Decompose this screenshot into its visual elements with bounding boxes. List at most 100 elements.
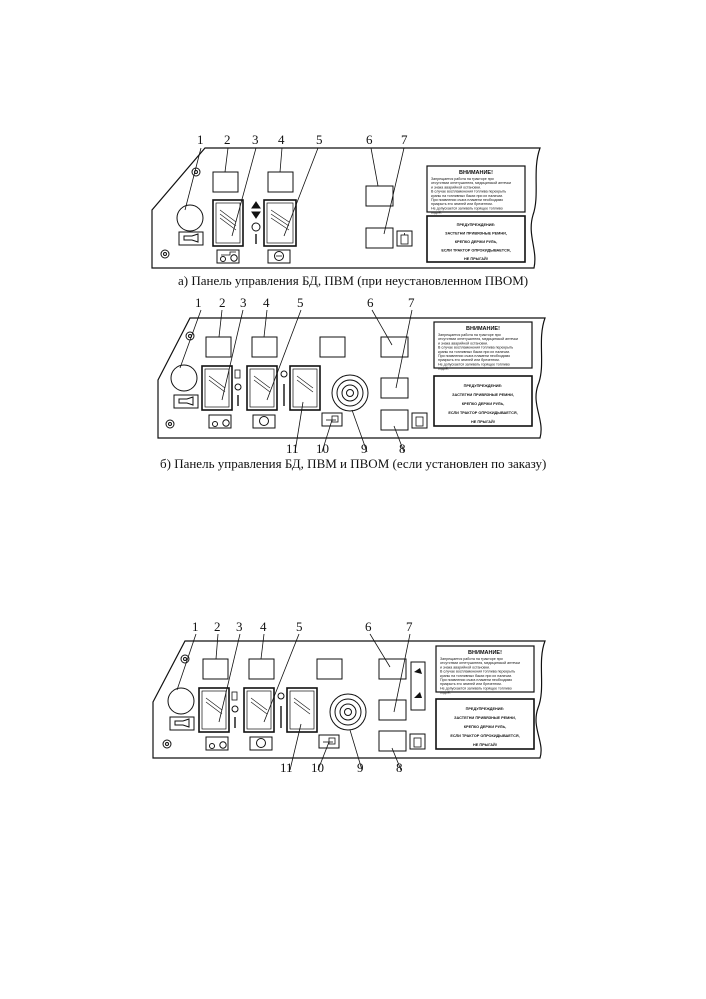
panel-b-switch-5[interactable]	[246, 365, 278, 411]
panel-c-callouts	[176, 633, 411, 771]
battery-icon	[409, 733, 426, 750]
panel-a-screw-bottom-inner	[163, 252, 167, 256]
panel-a-indicator-2[interactable]	[212, 171, 239, 193]
panel-c-indicator-2[interactable]	[202, 658, 229, 680]
label-text-line: и знака аварийной остановки.	[431, 185, 481, 189]
label-text-line: отсутствии огнетушителя, медицинской апт…	[440, 661, 520, 665]
label-text-line: краны на топливных баках при их наличии.	[438, 350, 510, 354]
panel-b-warning-lines: ПРЕДУПРЕЖДЕНИЕ: ЗАСТЕГНИ ПРИВЯЗНЫЕ РЕМНИ,…	[448, 384, 517, 424]
label-text-line: КРЕПКО ДЕРЖИ РУЛЬ,	[462, 402, 505, 406]
panel-a-warning-label	[426, 215, 526, 263]
svg-text:1: 1	[197, 132, 204, 147]
label-text-line: ПРЕДУПРЕЖДЕНИЕ:	[464, 384, 503, 388]
svg-text:5: 5	[297, 295, 304, 310]
svg-text:2: 2	[224, 132, 231, 147]
panel-b-attention-label	[433, 321, 533, 369]
label-text-line: Не допускается заливать горящее топливо	[431, 206, 503, 210]
pto-icon	[321, 412, 343, 427]
label-text-line: ПРЕДУПРЕЖДЕНИЕ:	[457, 223, 496, 227]
label-text-line: КРЕПКО ДЕРЖИ РУЛЬ,	[464, 725, 507, 729]
svg-text:7: 7	[401, 132, 408, 147]
label-text-line: краны на топливных баках при их наличии.	[431, 194, 503, 198]
rabbit-turtle-icon	[410, 661, 426, 711]
label-text-line: и знака аварийной остановки.	[440, 665, 490, 669]
pto-icon	[318, 734, 340, 749]
label-text-line: Не допускается заливать горящее топливо	[438, 362, 510, 366]
battery-icon	[411, 412, 428, 429]
label-text-line: ЕСЛИ ТРАКТОР ОПРОКИДЫВАЕТСЯ,	[448, 411, 517, 415]
panel-b-callout-numbers: 1 2 3 4 5 6 7 8 9 10 11	[195, 295, 415, 456]
label-text-line: ЕСЛИ ТРАКТОР ОПРОКИДЫВАЕТСЯ,	[450, 734, 519, 738]
arrows-icon	[251, 201, 261, 219]
panel-a-indicator-4[interactable]	[267, 171, 294, 193]
horn-icon	[169, 716, 195, 731]
panel-a-callouts	[184, 147, 405, 237]
panel-c-outline	[152, 640, 546, 759]
svg-text:4: 4	[260, 619, 267, 634]
panel-a-indicator-7[interactable]	[365, 227, 394, 249]
panel-a-indicator-6[interactable]	[365, 185, 394, 207]
label-text-line: При появлении очага пламени необходимо	[438, 354, 510, 358]
label-text-line: ЕСЛИ ТРАКТОР ОПРОКИДЫВАЕТСЯ,	[441, 249, 510, 253]
panel-b-indicator-4[interactable]	[251, 336, 278, 358]
panel-a-switch-3[interactable]	[212, 199, 244, 247]
label-text-line: КРЕПКО ДЕРЖИ РУЛЬ,	[455, 240, 498, 244]
panel-c-switch-5[interactable]	[243, 687, 275, 733]
diff-lock-icon	[252, 414, 276, 429]
diff-lock-icon	[267, 249, 291, 264]
panel-c-warning-lines: ПРЕДУПРЕЖДЕНИЕ:ЗАСТЕГНИ ПРИВЯЗНЫЕ РЕМНИ,…	[450, 707, 519, 747]
svg-text:3: 3	[240, 295, 247, 310]
tractor-icon	[216, 249, 240, 264]
svg-text:3: 3	[252, 132, 259, 147]
svg-text:7: 7	[408, 295, 415, 310]
svg-text:2: 2	[214, 619, 221, 634]
svg-text:9: 9	[357, 760, 364, 775]
panel-b-switch-3[interactable]	[201, 365, 233, 411]
svg-text:7: 7	[406, 619, 413, 634]
label-text-line: краны на топливных баках при их наличии.	[440, 674, 512, 678]
label-text-line: отсутствии огнетушителя, медицинской апт…	[438, 337, 518, 341]
panel-c-indicator-8[interactable]	[378, 730, 407, 752]
panel-b-indicator-10[interactable]	[319, 336, 346, 358]
panel-a-lamp-1	[176, 204, 204, 232]
svg-text:5: 5	[316, 132, 323, 147]
panel-c-knob-9[interactable]	[329, 693, 367, 731]
panel-b-outline	[157, 317, 546, 439]
panel-c-switch-11[interactable]	[286, 687, 318, 733]
panel-c-indicator-7[interactable]	[378, 699, 407, 721]
label-text-line: При появлении очага пламени необходимо	[431, 198, 503, 202]
svg-text:4: 4	[263, 295, 270, 310]
panel-b-switch-11[interactable]	[289, 365, 321, 411]
label-text-line: В случае воспламенения топлива перекрыть	[440, 670, 515, 674]
svg-text:10: 10	[316, 441, 329, 456]
panel-b-indicator-2[interactable]	[205, 336, 232, 358]
label-text-line: прикрыть его землей или брезентом.	[431, 202, 493, 206]
label-text-line: Не допускается заливать горящее топливо	[440, 686, 512, 690]
panel-c-attention-lines: Запрещается работа на тракторе приотсутс…	[440, 657, 520, 695]
panel-b-indicator-7[interactable]	[380, 377, 409, 399]
panel-c-switch-3[interactable]	[198, 687, 230, 733]
label-text-line: водой.	[438, 367, 449, 371]
label-text-line: ЗАСТЕГНИ ПРИВЯЗНЫЕ РЕМНИ,	[452, 393, 514, 397]
panel-c-indicator-6[interactable]	[378, 658, 407, 680]
panel-b-indicator-6[interactable]	[380, 336, 409, 358]
svg-text:10: 10	[311, 760, 324, 775]
panel-a-outline	[151, 147, 541, 269]
label-text-line: Запрещается работа на тракторе при	[431, 177, 494, 181]
label-text-line: В случае воспламенения топлива перекрыть	[438, 346, 513, 350]
panel-c-attention-title: ВНИМАНИЕ!	[468, 650, 502, 656]
horn-icon	[173, 394, 199, 409]
label-text-line: водой.	[440, 691, 451, 695]
panel-b-indicator-8[interactable]	[380, 409, 409, 431]
panel-b-knob-9[interactable]	[331, 374, 369, 412]
caption-panel-b: б) Панель управления БД, ПВМ и ПВОМ (есл…	[160, 456, 547, 471]
panel-c: ВНИМАНИЕ! Запрещается работа на тракторе…	[152, 640, 546, 759]
svg-text:9: 9	[361, 441, 368, 456]
panel-a-switch-5[interactable]	[263, 199, 297, 247]
label-text-line: НЕ ПРЫГАЙ!	[471, 420, 495, 424]
label-text-line: ЗАСТЕГНИ ПРИВЯЗНЫЕ РЕМНИ,	[454, 716, 516, 720]
panel-c-indicator-10[interactable]	[316, 658, 343, 680]
label-text-line: НЕ ПРЫГАЙ!	[464, 257, 488, 261]
panel-c-indicator-4[interactable]	[248, 658, 275, 680]
